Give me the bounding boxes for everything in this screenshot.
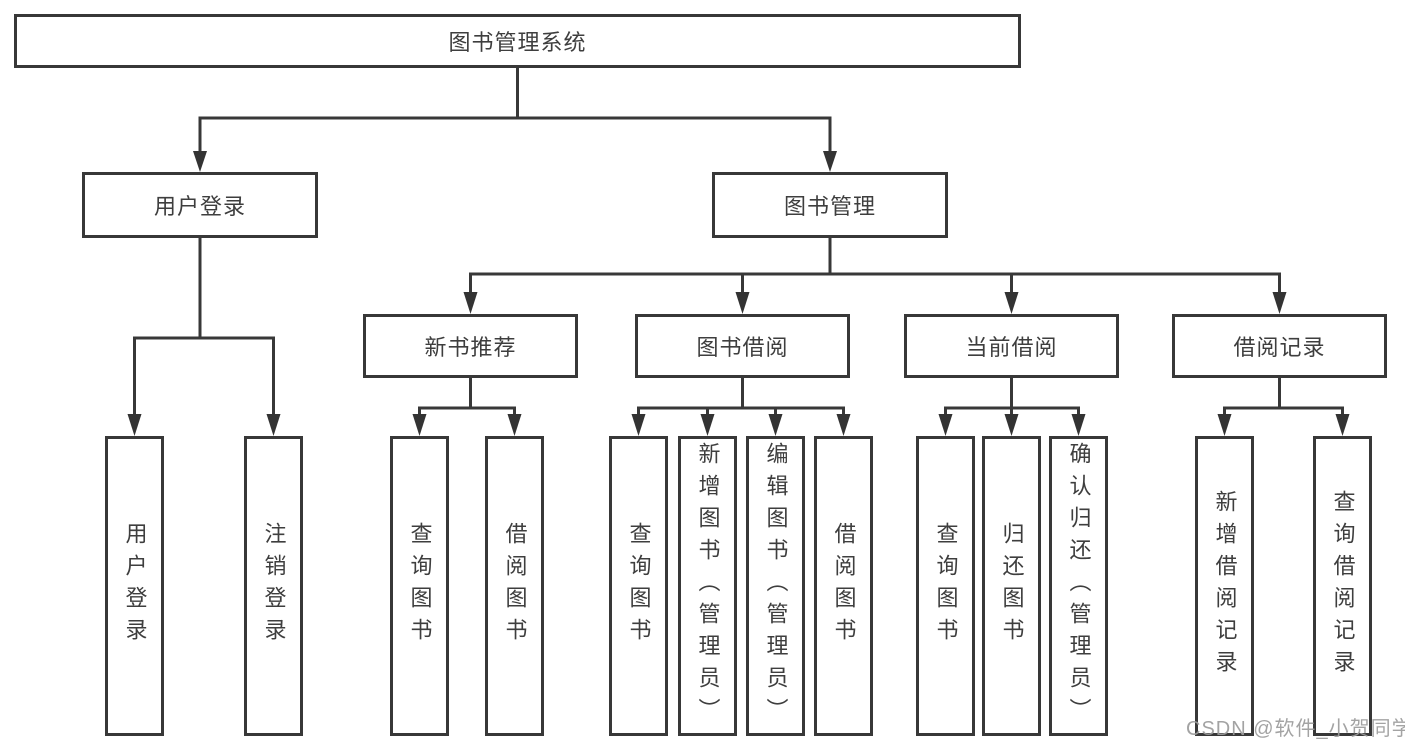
leaf-user-login: 用户登录 xyxy=(105,436,164,736)
leaf-records-query-record: 查询借阅记录 xyxy=(1313,436,1372,736)
connector-user-login-children xyxy=(127,236,281,436)
connector-recommend-children xyxy=(412,376,522,436)
leaf-borrow-borrow-books: 借阅图书 xyxy=(814,436,873,736)
node-root-system: 图书管理系统 xyxy=(14,14,1021,68)
leaf-current-query-books-label: 查询图书 xyxy=(933,522,959,650)
node-new-book-recommend-label: 新书推荐 xyxy=(424,335,517,360)
node-book-borrow: 图书借阅 xyxy=(635,314,850,378)
node-new-book-recommend: 新书推荐 xyxy=(363,314,578,378)
node-user-login-label: 用户登录 xyxy=(153,194,246,219)
node-book-borrow-label: 图书借阅 xyxy=(696,335,789,360)
leaf-borrow-add-books-admin-label: 新增图书（管理员） xyxy=(695,442,721,730)
leaf-recommend-query-books-label: 查询图书 xyxy=(407,522,433,650)
leaf-current-confirm-return-admin: 确认归还（管理员） xyxy=(1049,436,1108,736)
leaf-records-add-record-label: 新增借阅记录 xyxy=(1212,490,1238,682)
leaf-recommend-borrow-books-label: 借阅图书 xyxy=(502,522,528,650)
node-book-management: 图书管理 xyxy=(712,172,948,238)
node-user-login: 用户登录 xyxy=(82,172,318,238)
node-borrow-records-label: 借阅记录 xyxy=(1233,335,1326,360)
leaf-borrow-query-books: 查询图书 xyxy=(609,436,668,736)
leaf-borrow-query-books-label: 查询图书 xyxy=(626,522,652,650)
connector-root-to-level2 xyxy=(193,66,837,172)
leaf-logout: 注销登录 xyxy=(244,436,303,736)
leaf-current-query-books: 查询图书 xyxy=(916,436,975,736)
leaf-records-add-record: 新增借阅记录 xyxy=(1195,436,1254,736)
leaf-recommend-query-books: 查询图书 xyxy=(390,436,449,736)
leaf-borrow-edit-books-admin-label: 编辑图书（管理员） xyxy=(763,442,789,730)
node-borrow-records: 借阅记录 xyxy=(1172,314,1387,378)
node-current-borrow: 当前借阅 xyxy=(904,314,1119,378)
leaf-recommend-borrow-books: 借阅图书 xyxy=(485,436,544,736)
leaf-current-return-books: 归还图书 xyxy=(982,436,1041,736)
leaf-logout-label: 注销登录 xyxy=(261,522,287,650)
csdn-watermark: CSDN @软件_小贺同学 xyxy=(1186,718,1405,740)
leaf-borrow-add-books-admin: 新增图书（管理员） xyxy=(678,436,737,736)
connector-borrow-children xyxy=(631,376,851,436)
leaf-records-query-record-label: 查询借阅记录 xyxy=(1330,490,1356,682)
leaf-borrow-borrow-books-label: 借阅图书 xyxy=(831,522,857,650)
node-current-borrow-label: 当前借阅 xyxy=(965,335,1058,360)
node-root-label: 图书管理系统 xyxy=(448,30,587,55)
connector-records-children xyxy=(1217,376,1350,436)
leaf-current-confirm-return-admin-label: 确认归还（管理员） xyxy=(1066,442,1092,730)
leaf-borrow-edit-books-admin: 编辑图书（管理员） xyxy=(746,436,805,736)
leaf-current-return-books-label: 归还图书 xyxy=(999,522,1025,650)
node-book-management-label: 图书管理 xyxy=(783,194,876,219)
connector-current-children xyxy=(938,376,1086,436)
leaf-user-login-label: 用户登录 xyxy=(122,522,148,650)
connector-book-management-children xyxy=(463,236,1287,314)
